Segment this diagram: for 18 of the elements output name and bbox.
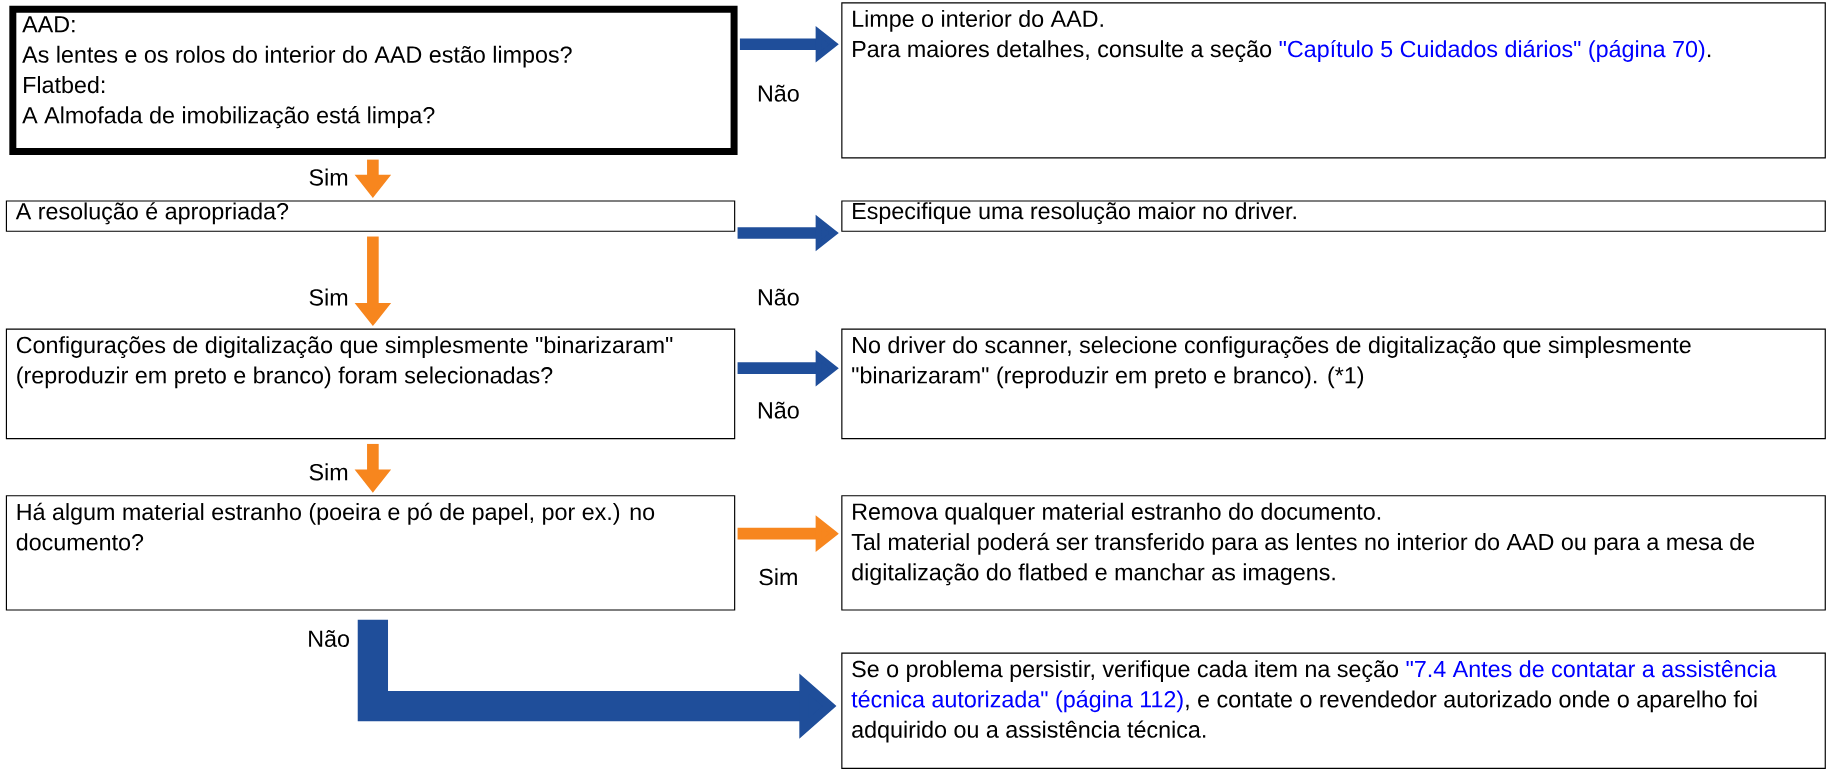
question-box: Há algum material estranho (poeira e pó de papel, por ex.) no documento? — [5, 495, 736, 611]
question-box: A resolução é apropriada? — [5, 200, 736, 232]
edge-label: Não — [755, 287, 801, 307]
question-box: Configurações de digitalização que simplesmente "binarizaram" (reproduzir em preto e branco) foram selecionadas? — [5, 328, 736, 440]
action-box: Limpe o interior do AAD. Para maiores detalhes, consulte a seção "Capítulo 5 Cuidados diários" (página 70). — [841, 2, 1826, 159]
edge-label: Sim — [307, 462, 350, 482]
action-box: Se o problema persistir, verifique cada item na seção "7.4 Antes de contatar a assistência técnica autorizada" (página 112), e contate o revendedor autorizado onde o aparelho foi adquirido ou a assistência técnica. — [841, 652, 1826, 769]
edge-label: Não — [755, 83, 801, 103]
edge-label: Sim — [307, 287, 350, 307]
question-box: AAD: As lentes e os rolos do interior do AAD estão limpos? Flatbed: A Almofada de imobilização está limpa? — [9, 5, 738, 155]
action-box: Remova qualquer material estranho do documento. Tal material poderá ser transferido para as lentes no interior do AAD ou para a mesa de digitalização do flatbed e manchar as imagens. — [841, 495, 1826, 611]
action-box: No driver do scanner, selecione configurações de digitalização que simplesmente "binarizaram" (reproduzir em preto e branco). (*1) — [841, 328, 1826, 440]
edge-label: Não — [306, 628, 352, 649]
edge-label: Sim — [757, 566, 800, 587]
edge-label: Não — [755, 400, 801, 420]
edge-label: Sim — [307, 167, 350, 187]
link: "Capítulo 5 Cuidados diários" (página 70) — [1279, 39, 1705, 62]
action-box: Especifique uma resolução maior no driver. — [841, 200, 1826, 232]
